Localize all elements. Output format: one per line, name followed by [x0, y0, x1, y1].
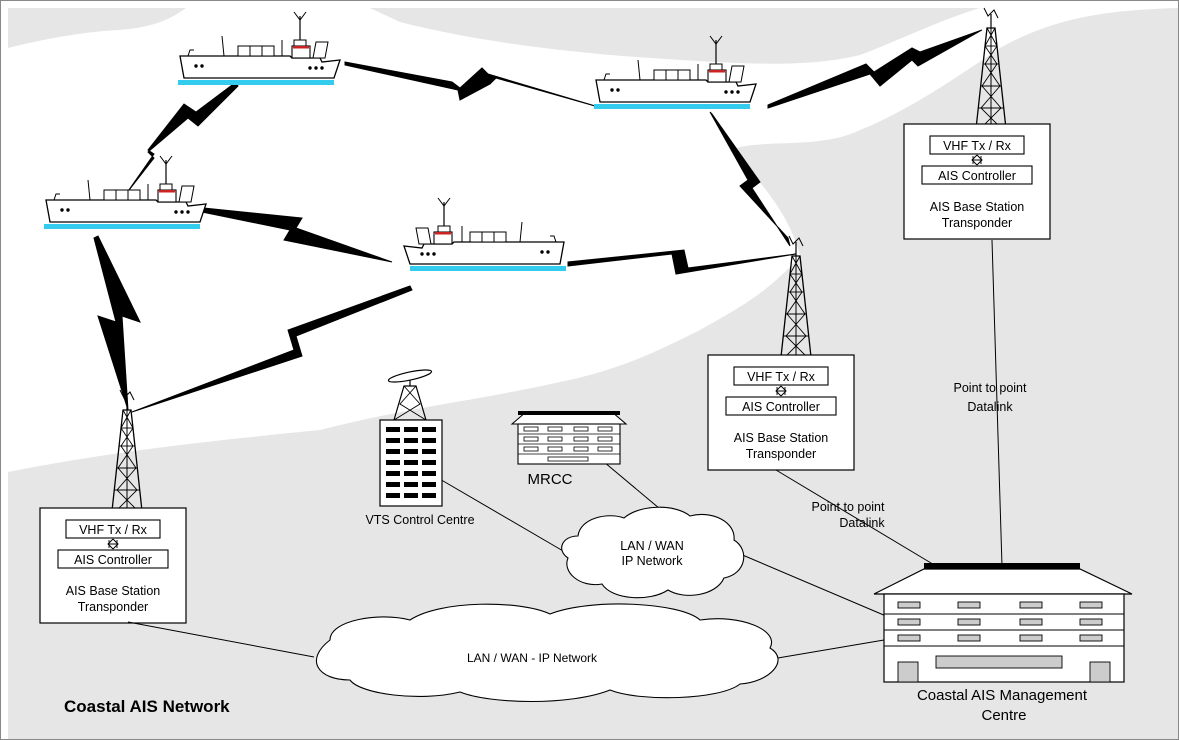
radio-link — [709, 111, 791, 247]
land-mass-north-west — [8, 8, 186, 48]
controller-label: AIS Controller — [742, 400, 820, 414]
radio-link — [93, 235, 141, 411]
base-station-west: VHF Tx / Rx AIS Controller AIS Base Stat… — [39, 507, 187, 624]
base-station-middle: VHF Tx / Rx AIS Controller AIS Base Stat… — [707, 354, 855, 471]
datalink-label: Point to point — [954, 381, 1027, 395]
radio-link — [767, 29, 983, 109]
radio-link — [567, 249, 797, 275]
vhf-label: VHF Tx / Rx — [79, 523, 148, 537]
controller-label: AIS Controller — [74, 553, 152, 567]
land-mass-south — [8, 8, 1178, 739]
network-links — [127, 239, 1003, 661]
controller-label: AIS Controller — [938, 169, 1016, 183]
cloud-lan-large — [316, 603, 779, 702]
datalink-label: Datalink — [839, 516, 885, 530]
base-station-caption: Transponder — [942, 216, 1012, 230]
management-label: Centre — [981, 707, 1026, 724]
radio-link — [131, 285, 413, 413]
datalink-label: Datalink — [967, 400, 1013, 414]
base-station-caption: AIS Base Station — [66, 584, 161, 598]
radio-link — [201, 207, 393, 263]
vhf-label: VHF Tx / Rx — [943, 139, 1012, 153]
diagram-title: Coastal AIS Network — [64, 697, 230, 716]
cloud-lan-small — [561, 506, 745, 599]
radio-links — [93, 29, 983, 413]
vts-label: VTS Control Centre — [365, 513, 474, 527]
land-mass-north — [370, 8, 980, 64]
radio-link — [344, 61, 603, 109]
base-station-caption: Transponder — [746, 447, 816, 461]
datalink-label: Point to point — [812, 500, 885, 514]
base-station-caption: Transponder — [78, 600, 148, 614]
base-station-caption: AIS Base Station — [734, 431, 829, 445]
lan-small-label: IP Network — [622, 554, 684, 568]
mrcc-label: MRCC — [528, 471, 573, 488]
lan-large-label: LAN / WAN - IP Network — [467, 651, 598, 665]
base-station-caption: AIS Base Station — [930, 200, 1025, 214]
management-centre-building-icon — [873, 563, 1133, 683]
base-station-east: VHF Tx / Rx AIS Controller AIS Base Stat… — [903, 123, 1051, 240]
lan-small-label: LAN / WAN — [620, 539, 683, 553]
vhf-label: VHF Tx / Rx — [747, 370, 816, 384]
mrcc-building-icon — [510, 411, 628, 465]
management-label: Coastal AIS Management — [917, 687, 1088, 704]
radio-link — [125, 81, 239, 195]
vts-building-icon — [379, 369, 443, 507]
